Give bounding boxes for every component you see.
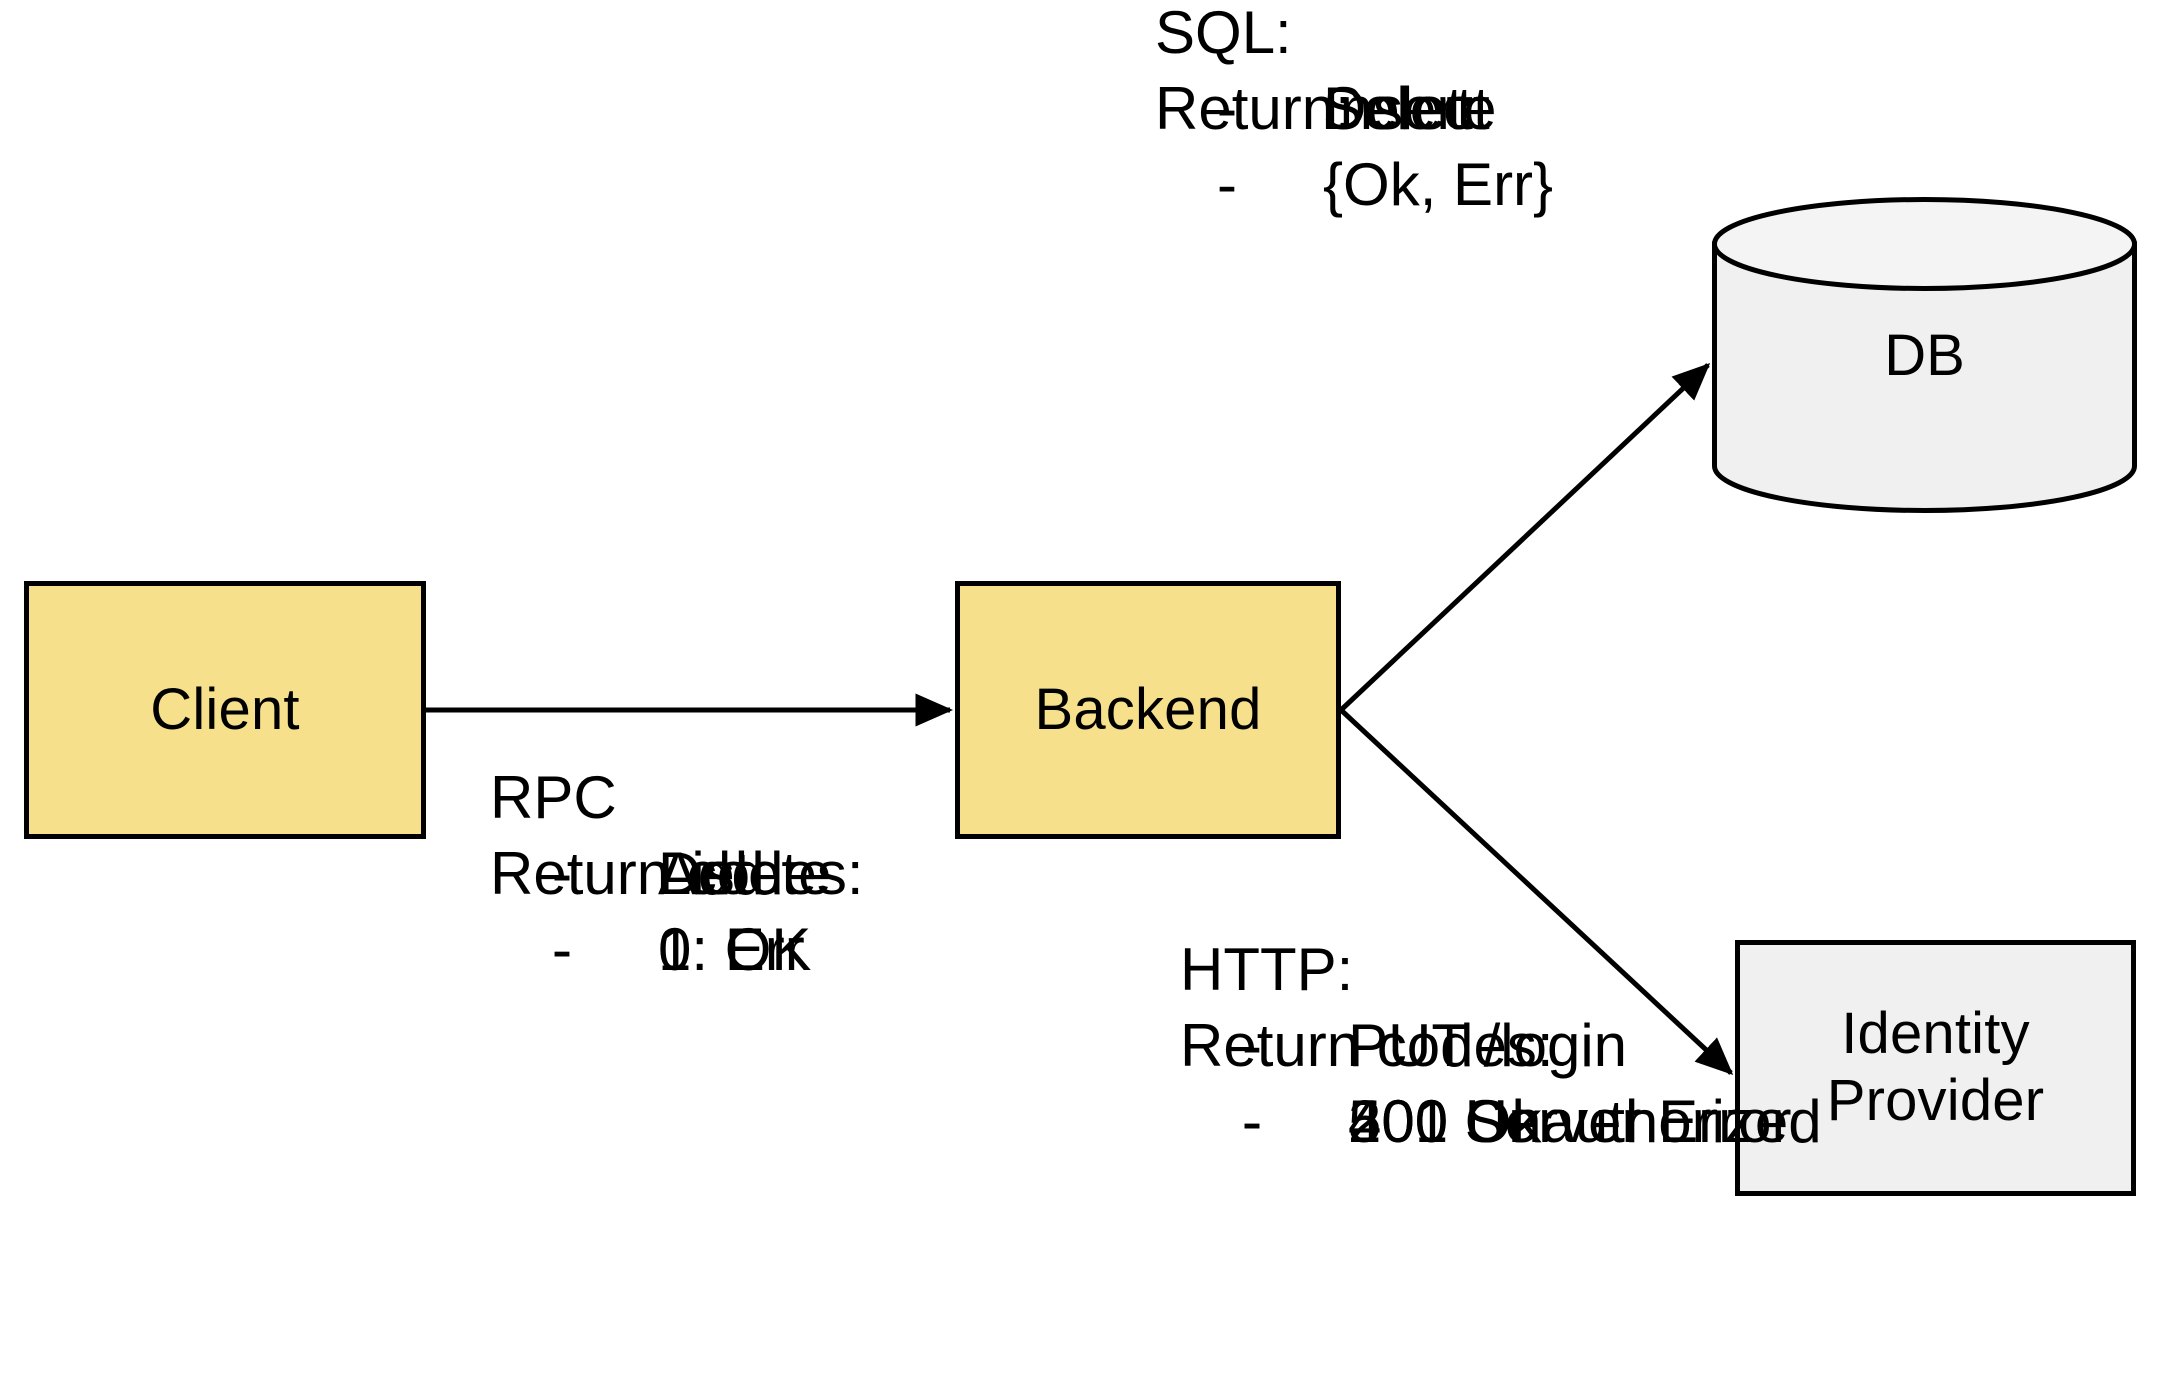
- bullet-dash-icon: -: [1242, 1012, 1262, 1079]
- bullet-dash-icon: -: [552, 840, 572, 907]
- node-identity-provider[interactable]: Identity Provider: [1735, 940, 2136, 1196]
- bullet-dash-icon: -: [1217, 151, 1237, 218]
- node-idp-label-line2: Provider: [1826, 1068, 2045, 1133]
- annotation-http-return-item-text: 200 Ok: [1348, 1088, 1542, 1155]
- node-identity-provider-label: Identity Provider: [1827, 1001, 2045, 1134]
- node-client-label: Client: [150, 676, 300, 742]
- edge-backend-to-db: [1339, 362, 1711, 712]
- annotation-rpc-item-text: List: [658, 840, 752, 907]
- annotation-sql-return-heading: Return:: [1155, 75, 1352, 142]
- node-backend-label: Backend: [1034, 676, 1262, 742]
- annotation-rpc: RPC - Add - List - Delete Return codes: …: [490, 760, 864, 983]
- node-db-label-wrap: DB: [1712, 197, 2137, 513]
- bullet-dash-icon: -: [552, 916, 572, 983]
- annotation-rpc-item-text: Delete: [658, 840, 832, 907]
- bullet-dash-icon: -: [1242, 1088, 1262, 1155]
- bullet-dash-icon: -: [1217, 75, 1237, 142]
- bullet-dash-icon: -: [552, 840, 572, 907]
- node-client[interactable]: Client: [24, 581, 426, 839]
- node-backend[interactable]: Backend: [955, 581, 1341, 839]
- node-db-label: DB: [1884, 322, 1965, 388]
- bullet-dash-icon: -: [1242, 1088, 1262, 1155]
- annotation-http-return-item-text: 401 Unauthorized: [1348, 1088, 1822, 1155]
- annotation-sql-item-text: Select: [1323, 75, 1490, 142]
- annotation-http-item-text: PUT /login: [1348, 1012, 1628, 1079]
- annotation-sql-item-text: Delete: [1323, 75, 1497, 142]
- annotation-rpc-heading: RPC: [490, 764, 617, 831]
- annotation-rpc-return-item-text: 0: OK: [658, 916, 812, 983]
- bullet-dash-icon: -: [1217, 75, 1237, 142]
- annotation-http-return-item-text: 500 Server Error: [1348, 1088, 1792, 1155]
- database-cylinder-icon: [1712, 197, 2137, 513]
- bullet-dash-icon: -: [1217, 75, 1237, 142]
- annotation-sql-heading: SQL:: [1155, 0, 1292, 66]
- annotation-rpc-return-heading: Return codes:: [490, 840, 864, 907]
- annotation-rpc-return-item-text: 1: Err: [658, 916, 805, 983]
- bullet-dash-icon: -: [1242, 1088, 1262, 1155]
- annotation-http-heading: HTTP:: [1180, 936, 1354, 1003]
- node-idp-label-line1: Identity: [1841, 1001, 2030, 1067]
- node-db[interactable]: DB: [1712, 197, 2137, 513]
- bullet-dash-icon: -: [552, 840, 572, 907]
- annotation-sql-item-text: Insert: [1323, 75, 1474, 142]
- annotation-http-return-heading: Return codes:: [1180, 1012, 1554, 1079]
- annotation-sql-return-item-text: {Ok, Err}: [1323, 151, 1554, 218]
- annotation-sql: SQL: - Insert - Select - Delete Return: …: [1155, 0, 1553, 218]
- bullet-dash-icon: -: [552, 916, 572, 983]
- annotation-http: HTTP: - PUT /login Return codes: - 200 O…: [1180, 932, 1822, 1155]
- annotation-rpc-item-text: Add: [658, 840, 765, 907]
